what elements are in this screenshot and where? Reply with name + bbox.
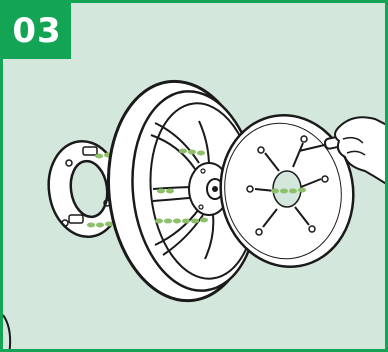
partial-object-edge [3,315,10,352]
wheel-cover-illustration [3,3,388,352]
